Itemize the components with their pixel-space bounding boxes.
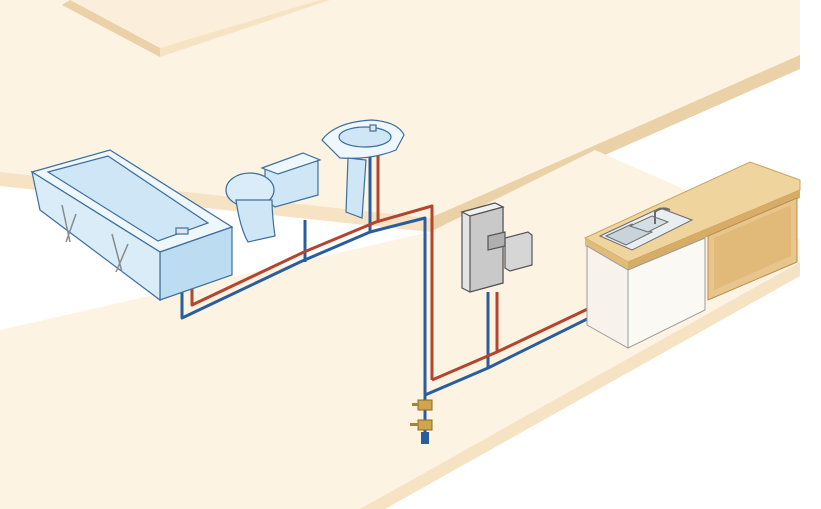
washbasin-pedestal (345, 157, 367, 219)
valve-upper (417, 399, 433, 411)
heater-side (469, 206, 504, 293)
bathtub-side-panel (31, 170, 161, 302)
heater-connector (487, 231, 506, 251)
valve-handle-lower (410, 423, 418, 426)
sink-tap (654, 207, 671, 224)
valve-base (421, 432, 429, 444)
valve-handle-upper (412, 403, 418, 406)
toilet-cistern-lid (260, 152, 322, 175)
ceiling-slab-edge (62, 0, 160, 57)
bathtub-legs (61, 204, 129, 273)
kitchen-sink-icon (598, 207, 694, 251)
upper-slab-top (0, 0, 800, 218)
valve-icon (410, 399, 433, 444)
heater-control-box (504, 231, 533, 272)
water-heater-icon (460, 202, 533, 293)
bathtub-basin (46, 155, 210, 242)
worktop-side-edge (628, 190, 800, 270)
washbasin-icon (321, 119, 405, 219)
worktop-front-edge (585, 238, 628, 270)
hot-pipe-main (190, 204, 434, 380)
washbasin-tap (369, 124, 377, 132)
toilet-pedestal (235, 199, 276, 243)
cabinet-open-front (627, 237, 706, 349)
bathtub-tap (175, 227, 189, 235)
toilet-icon (225, 152, 322, 243)
ceiling-slab-edge-side (160, 0, 330, 57)
ceiling-slab-top (70, 0, 320, 48)
bathtub-icon (30, 149, 234, 302)
washbasin-sink (338, 126, 392, 148)
lower-slab-edge (360, 262, 800, 509)
cold-pipe-main (180, 216, 427, 432)
valve-lower (417, 419, 433, 431)
sink-bowl-right (628, 215, 670, 233)
cabinet-door-panel (714, 205, 791, 290)
